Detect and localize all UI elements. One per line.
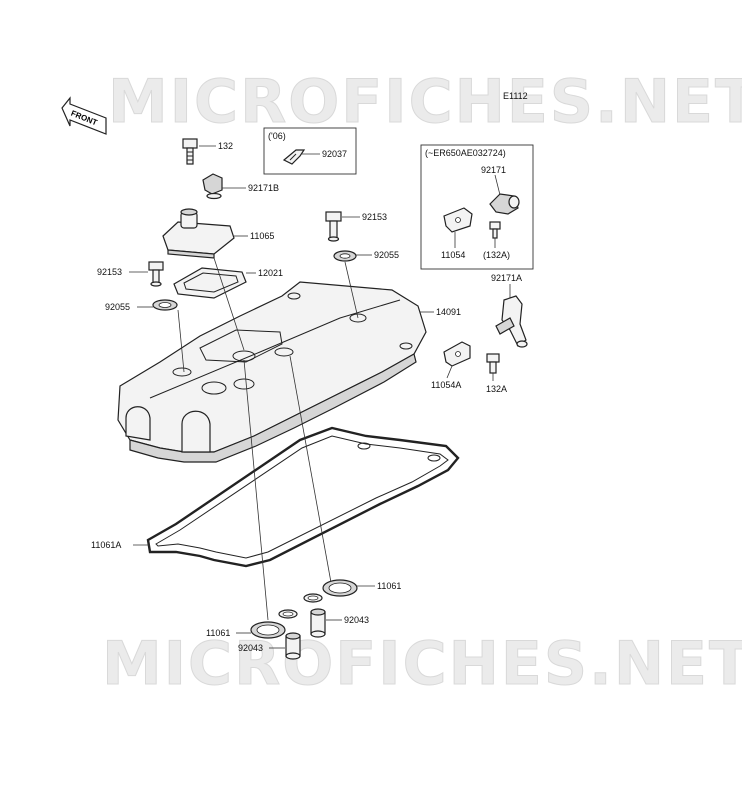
dowel-92043-right-icon: [310, 608, 326, 638]
dowel-92043-left-icon: [285, 632, 301, 660]
front-arrow-icon: FRONT: [61, 96, 107, 135]
callout-92171: 92171: [481, 165, 506, 175]
callout-11065: 11065: [250, 231, 274, 241]
callout-92043-right: 92043: [344, 615, 369, 625]
bolt-132a-icon: [486, 353, 500, 374]
washer-92055-left-icon: [152, 299, 178, 311]
callout-92055-top: 92055: [374, 250, 399, 260]
head-cover-14091-icon: [117, 281, 427, 463]
callout-92153-left: 92153: [97, 267, 122, 277]
variant-box-er650: [420, 144, 534, 270]
callout-11061-right: 11061: [377, 581, 401, 591]
variant-box-06-label: ('06): [268, 131, 286, 141]
callout-132a: 132A: [486, 384, 507, 394]
bolt-132-icon: [182, 138, 198, 165]
callout-92037: 92037: [322, 149, 347, 159]
seal-11061-right-icon: [303, 579, 358, 603]
variant-box-06: [263, 127, 357, 175]
callout-12021: 12021: [258, 268, 283, 278]
washer-92055-top-icon: [333, 250, 357, 262]
bolt-92153-left-icon: [148, 261, 164, 287]
clip-92171b-icon: [202, 173, 223, 200]
gasket-12021-icon: [173, 267, 247, 299]
watermark-bottom: MICROFICHES.NET: [102, 629, 742, 699]
watermark-top: MICROFICHES.NET: [108, 67, 742, 137]
callout-11061-left: 11061: [206, 628, 230, 638]
bracket-92037-icon: [282, 149, 306, 165]
clip-92171a-icon: [495, 295, 528, 348]
seal-11061-left-icon: [250, 609, 298, 639]
callout-92153-top: 92153: [362, 212, 387, 222]
callout-11054a: 11054A: [431, 380, 461, 390]
bolt-92153-top-icon: [325, 211, 342, 242]
callout-132: 132: [218, 141, 233, 151]
callout-132a-box: (132A): [483, 250, 510, 260]
gasket-11061a-icon: [146, 426, 460, 568]
bracket-11054a-icon: [443, 341, 471, 367]
breather-cover-11065-icon: [162, 208, 235, 259]
callout-92043-left: 92043: [238, 643, 263, 653]
callout-92171b: 92171B: [248, 183, 279, 193]
clip-92171-icon: [489, 193, 520, 215]
bolt-132a-box-icon: [489, 221, 501, 239]
callout-11061a: 11061A: [91, 540, 121, 550]
callout-92055-left: 92055: [105, 302, 130, 312]
callout-92171a: 92171A: [491, 273, 522, 283]
bracket-11054-icon: [443, 207, 473, 233]
diagram-code: E1112: [503, 91, 528, 101]
callout-11054: 11054: [441, 250, 465, 260]
variant-box-er650-label: (~ER650AE032724): [425, 148, 506, 158]
callout-14091: 14091: [436, 307, 461, 317]
